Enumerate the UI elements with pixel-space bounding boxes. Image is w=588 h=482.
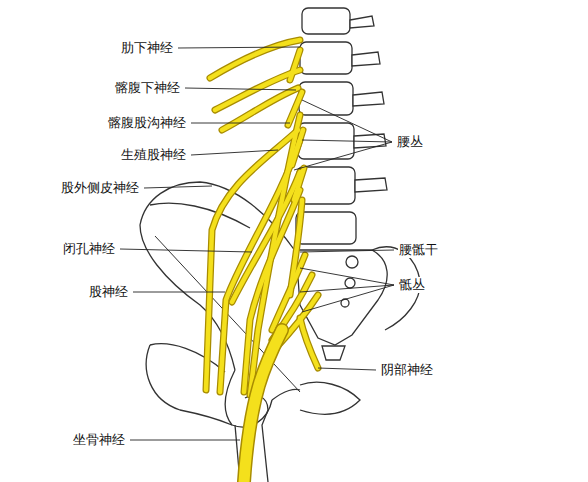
- nerve-label: 髂腹股沟神经: [107, 115, 187, 131]
- nerve-label: 阴部神经: [380, 362, 434, 378]
- nerve-label: 骶丛: [398, 277, 426, 293]
- nerve-label: 腰骶干: [398, 242, 439, 258]
- leader-line: [318, 368, 376, 370]
- nerve-label: 闭孔神经: [62, 241, 116, 257]
- nerve-label: 腰丛: [396, 134, 424, 150]
- nerve-label: 股外侧皮神经: [60, 180, 140, 196]
- leader-line: [191, 150, 278, 155]
- leader-line: [302, 285, 394, 312]
- nerve-label: 股神经: [88, 284, 129, 300]
- nerve-label: 肋下神经: [120, 40, 174, 56]
- leader-line: [294, 142, 392, 170]
- nerve-label: 髂腹下神经: [114, 80, 181, 96]
- leader-line: [120, 249, 252, 252]
- leader-line: [300, 285, 394, 292]
- nerve-label: 坐骨神经: [72, 432, 126, 448]
- leader-line: [185, 88, 296, 90]
- leader-line: [300, 250, 394, 252]
- leader-line: [130, 440, 240, 441]
- leader-line: [178, 47, 300, 48]
- leader-line: [302, 100, 392, 142]
- leader-line: [300, 268, 394, 285]
- leader-line: [191, 123, 290, 124]
- nerve-label: 生殖股神经: [120, 147, 187, 163]
- leader-line: [133, 292, 225, 293]
- leader-line: [302, 140, 392, 142]
- leader-line: [144, 186, 212, 188]
